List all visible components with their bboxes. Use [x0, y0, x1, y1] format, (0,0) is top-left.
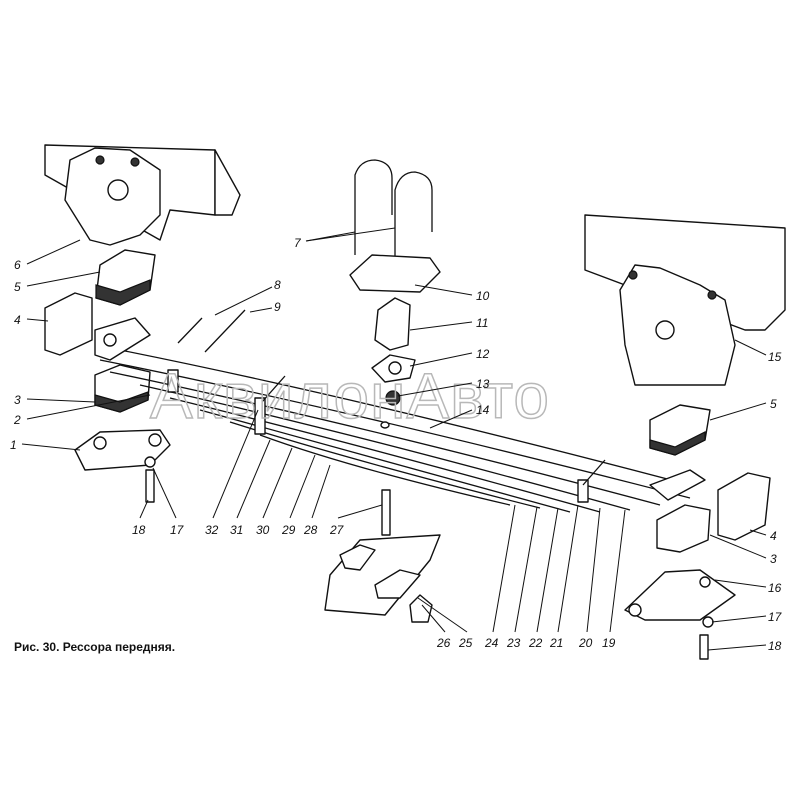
label-19: 19: [602, 636, 616, 650]
label-29: 29: [281, 523, 296, 537]
label-9: 9: [274, 300, 281, 314]
label-16: 16: [768, 581, 782, 595]
figure-caption: Рис. 30. Рессора передняя.: [14, 640, 176, 654]
label-8: 8: [274, 278, 281, 292]
u-bolts: [349, 159, 441, 406]
label-27: 27: [329, 523, 345, 537]
label-4: 4: [14, 313, 21, 327]
label-14: 14: [476, 403, 490, 417]
right-frame-bracket: [584, 214, 786, 386]
label-3: 3: [14, 393, 21, 407]
label-2: 2: [13, 413, 21, 427]
watermark: АквилонАвто: [150, 360, 550, 432]
label-17-right: 17: [768, 610, 783, 624]
label-4-right: 4: [770, 529, 777, 543]
label-28: 28: [303, 523, 318, 537]
label-7: 7: [294, 236, 302, 250]
label-6: 6: [14, 258, 21, 272]
label-17: 17: [170, 523, 185, 537]
label-1: 1: [10, 438, 17, 452]
leaf-spring-pack: [94, 309, 706, 536]
label-5: 5: [14, 280, 21, 294]
axle-seat: [324, 534, 441, 623]
label-15: 15: [768, 350, 782, 364]
leader-lines: [21, 227, 767, 651]
label-11: 11: [476, 316, 488, 330]
label-26: 26: [436, 636, 451, 650]
part-number-labels: 6 5 4 3 2 1 8 9 7 10 11 12 13 14 15 5 4 …: [10, 236, 783, 653]
label-3-right: 3: [770, 552, 777, 566]
left-frame-bracket: [44, 144, 241, 246]
label-24: 24: [484, 636, 499, 650]
right-rubber-cushions: [624, 404, 771, 660]
label-10: 10: [476, 289, 490, 303]
label-30: 30: [256, 523, 270, 537]
left-rubber-cushions: [44, 249, 171, 503]
label-32: 32: [205, 523, 219, 537]
label-18: 18: [132, 523, 146, 537]
label-25: 25: [458, 636, 473, 650]
label-5-right: 5: [770, 397, 777, 411]
label-31: 31: [230, 523, 243, 537]
label-23: 23: [506, 636, 521, 650]
label-12: 12: [476, 347, 490, 361]
label-18-right: 18: [768, 639, 782, 653]
label-13: 13: [476, 377, 490, 391]
label-20: 20: [578, 636, 593, 650]
label-22: 22: [528, 636, 543, 650]
label-21: 21: [549, 636, 563, 650]
